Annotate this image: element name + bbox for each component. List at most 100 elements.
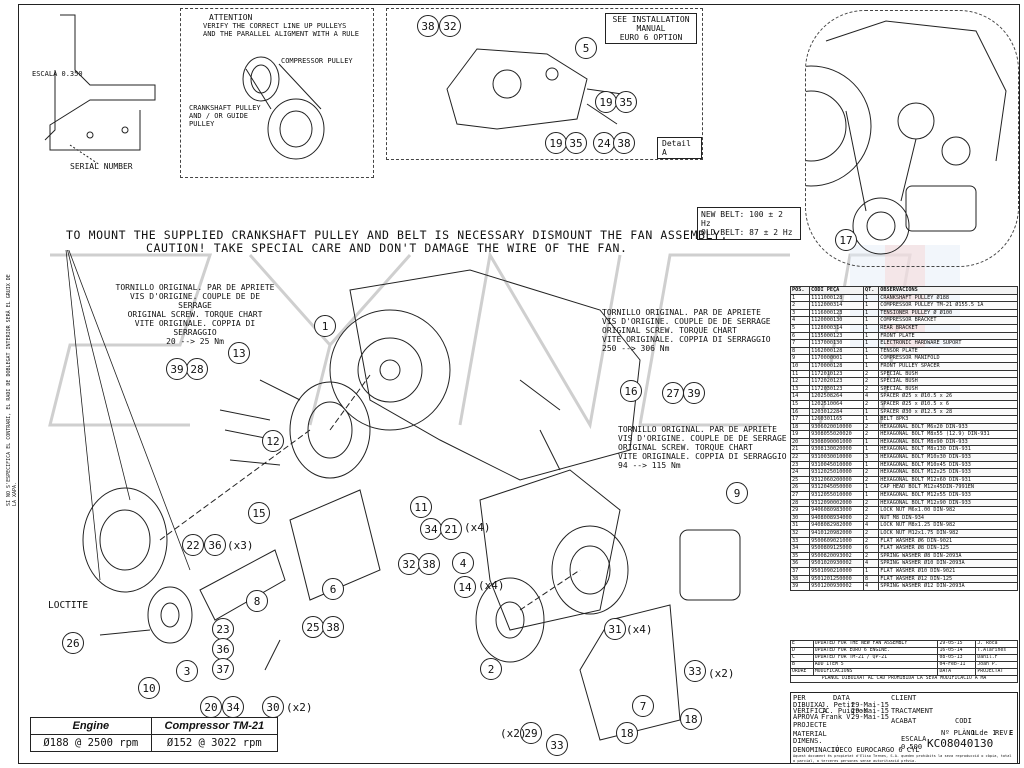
part-observation: SPRING WASHER Ø10 DIN-2093A [878, 559, 1018, 568]
callout-10: 10 [138, 677, 160, 699]
part-pos: 31 [789, 521, 811, 530]
rev-description: UPDATED FOR TM-21 / QP-21 [812, 654, 939, 662]
part-qty: 2 [862, 430, 880, 439]
torque-note-2-line-2: VIS D'ORIGINE. COUPLE DE DE SERRAGE [602, 317, 771, 326]
part-observation: HEXAGONAL BOLT M12x25 DIN-933 [878, 468, 1018, 477]
part-qty: 1 [862, 339, 880, 348]
part-qty: 4 [862, 521, 880, 530]
part-pos: 35 [789, 551, 811, 561]
part-observation: SPECIAL BUSH [878, 369, 1018, 379]
part-observation: SPACER Ø25 x Ø10.5 x 26 [878, 392, 1018, 401]
rev-date: 04-Feb-11 [937, 661, 977, 669]
part-observation: COMPRESSOR BRACKET [878, 316, 1018, 325]
part-qty: 2 [862, 529, 880, 538]
callout-19-detail-a: 19 [595, 91, 617, 113]
callout-32-detail: 32 [439, 15, 461, 37]
tb-verifica-who: JC. Puigros [821, 707, 868, 715]
torque-note-3-line-5: 94 --> 115 Nm [618, 461, 681, 470]
callout-23: 23 [212, 618, 234, 640]
rev-description: MODIFICACIONS [812, 668, 939, 676]
part-code: 9310030010000 [809, 453, 864, 462]
torque-note-1-line-3: ORIGINAL SCREW. TORQUE CHART [127, 310, 263, 319]
part-observation: FLAT WASHER Ø6 DIN-9021 [878, 536, 1018, 546]
part-code: 9312090002000 [809, 498, 864, 508]
loctite-label: LOCTITE [48, 600, 89, 611]
detail-a-label: Detail A [657, 137, 702, 159]
tb-projecte: PROJECTE [793, 721, 827, 729]
callout-11: 11 [410, 496, 432, 518]
part-observation: COMPRESSOR MANIFOLD [878, 354, 1018, 363]
part-code: 1111000128 [809, 293, 864, 303]
part-qty: 1 [862, 354, 880, 363]
part-pos: 25 [789, 475, 811, 485]
part-code: 9501200930002 [809, 582, 864, 591]
part-code: 9408008934000 [809, 513, 864, 523]
callout-32-main: 32 [398, 553, 420, 575]
callout-20: 20 [200, 696, 222, 718]
rev-order: E [790, 640, 814, 648]
part-code: 9406080983000 [809, 506, 864, 515]
part-pos: 37 [789, 566, 811, 576]
part-qty: 1 [862, 483, 880, 493]
callout-38-right: 38 [418, 553, 440, 575]
callout-28: 28 [186, 358, 208, 380]
part-pos: 3 [789, 308, 811, 318]
rev-order: C [790, 654, 814, 662]
part-observation: HEXAGONAL BOLT M10x45 DIN-933 [878, 460, 1018, 470]
header-pos: POS. [789, 286, 811, 295]
part-observation: TENSIONER PULLEY Ø Ø100 [878, 308, 1018, 318]
tb-footer: Aquest document és propietat d'Eliso Ter… [793, 754, 1012, 763]
bracket-sketch [44, 14, 156, 166]
part-observation: TENSOR PLATE [878, 346, 1018, 356]
part-observation: FLAT WASHER Ø10 DIN-9021 [878, 566, 1018, 576]
part-pos: 19 [789, 430, 811, 439]
part-code: 9312045050000 [809, 483, 864, 493]
part-observation: REAR BRACKET [878, 323, 1018, 333]
part-pos: 22 [789, 453, 811, 462]
rev-order: B [790, 661, 814, 669]
part-qty: 1 [862, 293, 880, 303]
callout-8: 8 [246, 590, 268, 612]
multiplier-x2-nut: (x2) [286, 701, 313, 714]
part-qty: 2 [862, 513, 880, 523]
tb-dibuixa: DIBUIXA [793, 701, 823, 709]
part-code: 9500609021000 [809, 536, 864, 546]
part-qty: 2 [862, 369, 880, 379]
part-observation: HEXAGONAL BOLT M12x90 DIN-933 [878, 498, 1018, 508]
part-qty: 1 [862, 331, 880, 341]
callout-4: 4 [452, 552, 474, 574]
installation-manual-note: SEE INSTALLATION MANUAL EURO 6 OPTION [605, 13, 697, 44]
part-code: 1116000123 [809, 308, 864, 318]
torque-note-3-line-4: VITE ORIGINALE. COPPIA DI SERRAGGIO [618, 452, 787, 461]
pulley-alignment-sketch [242, 56, 325, 160]
engine-header: Engine [30, 717, 152, 735]
part-qty: 2 [862, 384, 880, 394]
part-pos: 6 [789, 331, 811, 341]
part-observation: HEXAGONAL BOLT M6x20 DIN-933 [878, 422, 1018, 432]
part-code: 1172020123 [809, 377, 864, 386]
multiplier-x4-spacer: (x4) [478, 579, 505, 592]
exploded-assembly-sketch [65, 250, 741, 741]
serial-number-detail: ESCALA 0.350 SERIAL NUMBER [30, 10, 170, 175]
belt-frequency-box: NEW BELT: 100 ± 2 Hz OLD BELT: 87 ± 2 Hz [697, 207, 801, 240]
detail-a-box: SEE INSTALLATION MANUAL EURO 6 OPTION 38… [386, 8, 703, 160]
part-observation: SPECIAL BUSH [878, 377, 1018, 386]
callout-31: 31 [604, 618, 626, 640]
callout-35-detail-a: 35 [615, 91, 637, 113]
